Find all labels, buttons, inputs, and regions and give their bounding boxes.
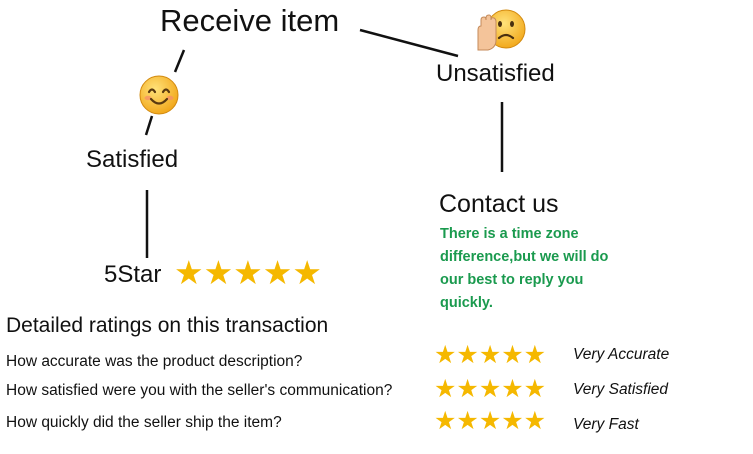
rating-stars-communication: ★★★★★	[434, 375, 547, 403]
rating-label-shipping: Very Fast	[573, 416, 639, 433]
node-satisfied: Satisfied	[86, 146, 179, 173]
node-unsatisfied: Unsatisfied	[436, 60, 555, 87]
ratings-heading: Detailed ratings on this transaction	[6, 314, 329, 337]
rating-question-shipping: How quickly did the seller ship the item…	[6, 414, 282, 431]
connector-smiley-to-satisfied	[144, 115, 154, 136]
time-zone-note: There is a time zone difference,but we w…	[440, 226, 609, 311]
connector-receive-to-smiley	[173, 49, 186, 73]
rating-label-communication: Very Satisfied	[573, 381, 669, 398]
node-contact-us: Contact us	[439, 190, 559, 218]
node-receive-item: Receive item	[160, 3, 340, 38]
connector-receive-to-unsatisfied	[359, 28, 459, 58]
rating-label-accuracy: Very Accurate	[573, 346, 670, 363]
five-star-rating-icon: ★★★★★	[174, 254, 322, 291]
rating-stars-shipping: ★★★★★	[434, 407, 547, 435]
smiling-face-icon	[139, 75, 179, 115]
rating-question-accuracy: How accurate was the product description…	[6, 353, 303, 370]
frowning-face-raised-hand-icon	[477, 9, 526, 51]
rating-question-communication: How satisfied were you with the seller's…	[6, 382, 393, 399]
rating-stars-accuracy: ★★★★★	[434, 341, 547, 369]
node-5star: 5Star	[104, 261, 162, 288]
